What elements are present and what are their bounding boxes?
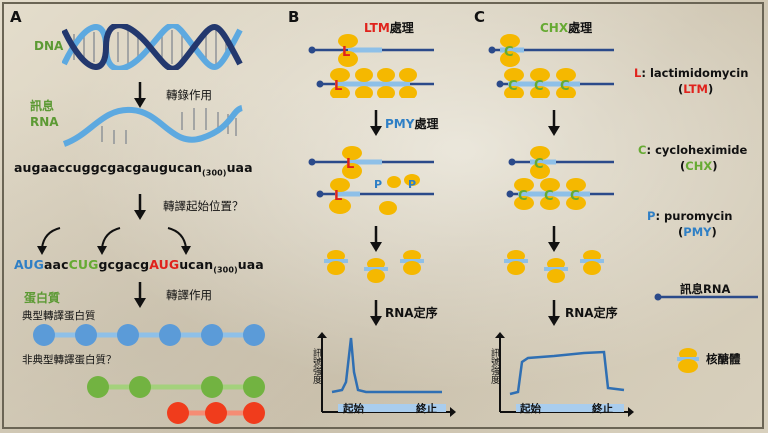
mrna-sequence: augaaccuggcgacgaugucan(300)uaa xyxy=(14,160,253,178)
legend-mrna-line xyxy=(654,293,758,301)
ltm-plot-start: 起始 xyxy=(343,403,364,415)
panel-b-label: B xyxy=(288,8,300,26)
ltm-footprints xyxy=(324,250,424,283)
svg-text:C: C xyxy=(518,189,528,204)
pmy-mark: P xyxy=(374,178,382,191)
dna-label: DNA xyxy=(34,39,64,53)
legend-pmy: P: puromycin xyxy=(647,209,733,223)
svg-text:P: P xyxy=(408,178,416,191)
chx-mark: C xyxy=(504,45,514,60)
canonical-protein-label: 典型轉譯蛋白質 xyxy=(22,310,96,322)
legend-ribosome-icon xyxy=(677,348,699,373)
panel-c-sequencing-label: RNA定序 xyxy=(565,306,618,320)
svg-text:L: L xyxy=(334,79,342,94)
mrna-label-line2: RNA xyxy=(30,115,59,129)
translation-arrow xyxy=(134,282,146,308)
panel-b-arrow-4 xyxy=(370,300,382,326)
pmy-arrow xyxy=(370,110,382,136)
chx-plot-ylabel: 訊號強度 xyxy=(489,348,499,384)
pmy-treatment-label: PMY處理 xyxy=(385,117,439,131)
panel-b-sequencing-label: RNA定序 xyxy=(385,306,438,320)
panel-c-label: C xyxy=(474,8,486,26)
chx-ribosome-tracks-2: C C C C xyxy=(506,146,614,210)
figure-frame xyxy=(2,2,764,429)
transcription-arrow xyxy=(134,82,146,108)
panel-a-label: A xyxy=(10,8,22,26)
chx-plot-stop: 終止 xyxy=(592,403,613,415)
svg-text:C: C xyxy=(534,79,544,94)
legend-chx-abbr: (CHX) xyxy=(680,159,718,173)
legend-ltm-abbr: (LTM) xyxy=(678,82,714,96)
chx-ribosome-tracks: C C C C xyxy=(488,34,614,98)
start-site-curved-arrows xyxy=(37,227,191,255)
legend-pmy-abbr: (PMY) xyxy=(678,225,717,239)
legend-ribosome-label: 核醣體 xyxy=(706,352,741,366)
noncanonical-red-chain xyxy=(167,402,265,424)
ltm-plot-stop: 終止 xyxy=(416,403,437,415)
svg-text:C: C xyxy=(570,189,580,204)
chx-plot-start: 起始 xyxy=(520,403,541,415)
legend-mrna-label: 訊息RNA xyxy=(680,282,731,296)
panel-b-arrow-3 xyxy=(370,226,382,252)
chx-footprints xyxy=(504,250,604,283)
chx-signal-plot xyxy=(495,332,634,417)
ltm-ribosome-tracks: L L xyxy=(308,34,434,98)
panel-b-title: LTM處理 xyxy=(364,21,414,35)
svg-text:C: C xyxy=(534,157,544,172)
canonical-protein-chain xyxy=(33,324,265,346)
dna-double-helix xyxy=(62,24,243,70)
mrna-helix xyxy=(62,105,244,147)
noncanonical-green-chain xyxy=(87,376,265,398)
legend-ltm: L: lactimidomycin xyxy=(634,66,749,80)
svg-text:C: C xyxy=(560,79,570,94)
svg-text:L: L xyxy=(346,157,354,172)
panel-c-title: CHX處理 xyxy=(540,21,593,35)
noncanonical-protein-label: 非典型轉譯蛋白質？ xyxy=(22,354,117,366)
ltm-signal-plot xyxy=(317,332,456,417)
panel-c-arrow-2 xyxy=(548,226,560,252)
transcription-label: 轉錄作用 xyxy=(166,88,212,102)
pmy-ribosome-tracks: L L P P xyxy=(308,146,434,215)
translation-label: 轉譯作用 xyxy=(166,288,212,302)
mrna-label-line1: 訊息 xyxy=(30,99,55,113)
legend-chx: C: cycloheximide xyxy=(638,143,748,157)
panel-c-arrow-1 xyxy=(548,110,560,136)
start-site-sequence: AUGaacCUGgcgacgAUGucan(300)uaa xyxy=(14,257,264,275)
protein-label: 蛋白質 xyxy=(24,291,61,305)
svg-text:C: C xyxy=(508,79,518,94)
svg-text:C: C xyxy=(544,189,554,204)
ltm-mark: L xyxy=(342,45,350,60)
start-question-arrow xyxy=(134,194,146,220)
panel-c-arrow-3 xyxy=(548,300,560,326)
ltm-plot-ylabel: 訊號強度 xyxy=(311,348,321,384)
start-site-question: 轉譯起始位置？ xyxy=(163,199,244,213)
svg-text:L: L xyxy=(334,189,342,204)
